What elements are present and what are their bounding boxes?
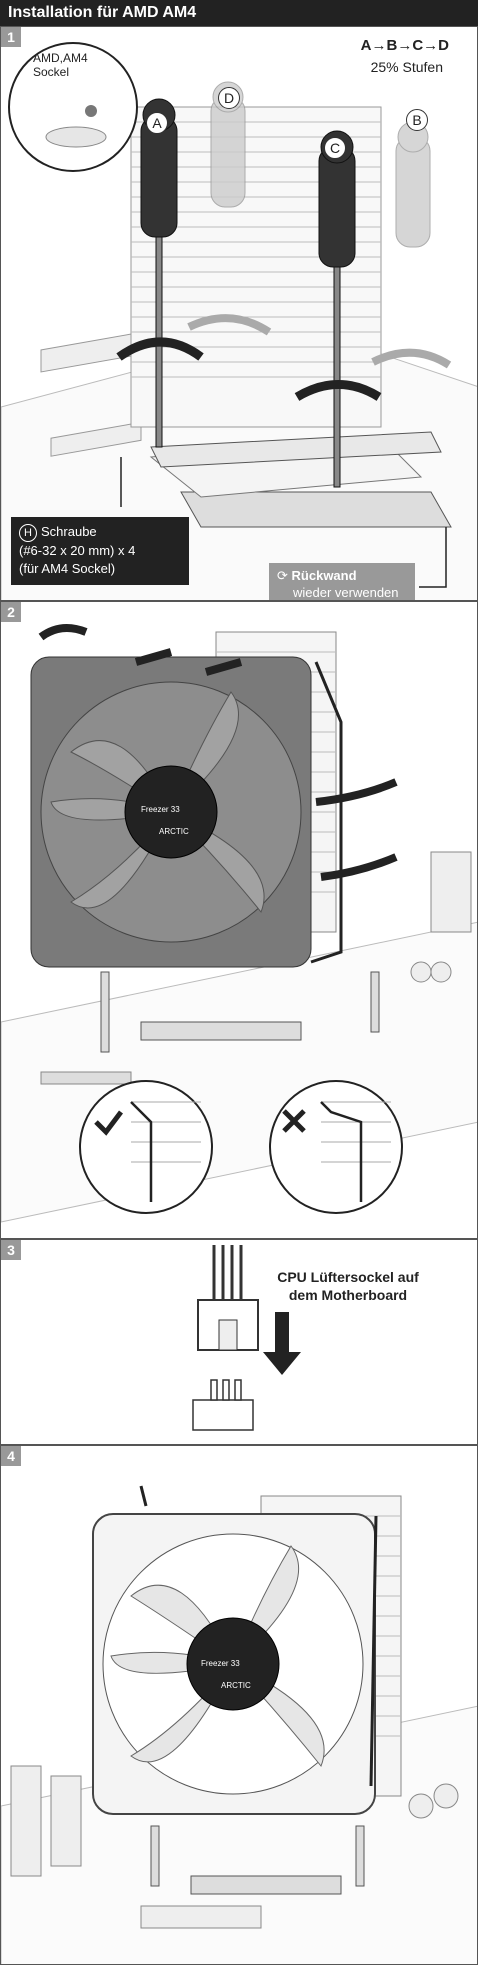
check-icon <box>94 1110 123 1136</box>
backplate-subtitle: wieder verwenden <box>293 585 399 600</box>
step-1-panel: 1 <box>0 26 478 601</box>
fan-mount-illustration: Freezer 33 ARCTIC <box>1 624 477 1223</box>
step-number: 3 <box>1 1240 21 1260</box>
finished-cooler-illustration: Freezer 33 ARCTIC <box>1 1485 477 1964</box>
socket-label: AMD,AM4 Sockel <box>33 51 88 79</box>
cpu-fan-header-text: CPU Lüftersockel auf dem Motherboard <box>263 1268 433 1304</box>
backplate-callout: ⟳ Rückwand wieder verwenden <box>269 563 415 600</box>
backplate-title: Rückwand <box>291 568 357 583</box>
step-number: 1 <box>1 27 21 47</box>
screw-letter-badge: H <box>19 524 37 542</box>
fan-maker-text: ARCTIC <box>221 1681 251 1690</box>
arrow-down-icon <box>263 1312 301 1375</box>
screw-line2: (#6-32 x 20 mm) x 4 <box>19 543 136 558</box>
screw-line1: Schraube <box>41 524 97 539</box>
cooler-install-illustration <box>1 42 477 600</box>
fan-brand-text: Freezer 33 <box>201 1659 240 1668</box>
cpu-text-line1: CPU Lüftersockel auf <box>277 1269 419 1285</box>
step-number: 2 <box>1 602 21 622</box>
screw-label-d: D <box>218 87 240 109</box>
socket-label-line2: Sockel <box>33 65 70 79</box>
cpu-text-line2: dem Motherboard <box>288 1287 408 1303</box>
step-3-panel: 3 CPU Lüftersockel auf dem Motherboard <box>0 1239 478 1445</box>
fan-maker-text: ARCTIC <box>159 827 189 836</box>
rotate-icon: ⟳ <box>277 568 288 583</box>
screw-label-c: C <box>324 137 346 159</box>
step-number: 4 <box>1 1446 21 1466</box>
step-4-panel: 4 <box>0 1445 478 1965</box>
cross-icon <box>282 1109 306 1133</box>
tightening-order: A→B→C→D <box>360 37 449 54</box>
screw-label-b: B <box>406 109 428 131</box>
tightening-steps: 25% Stufen <box>370 59 443 75</box>
manual-page: Installation für AMD AM4 1 <box>0 0 478 1965</box>
fan-connector-illustration <box>192 1245 301 1431</box>
socket-label-line1: AMD,AM4 <box>33 51 88 65</box>
screw-label-a: A <box>146 112 168 134</box>
step-2-panel: 2 <box>0 601 478 1239</box>
screw-callout: H Schraube (#6-32 x 20 mm) x 4 (für AM4 S… <box>11 517 189 585</box>
page-title: Installation für AMD AM4 <box>0 0 478 26</box>
fan-brand-text: Freezer 33 <box>141 805 180 814</box>
screw-line3: (für AM4 Sockel) <box>19 561 116 576</box>
